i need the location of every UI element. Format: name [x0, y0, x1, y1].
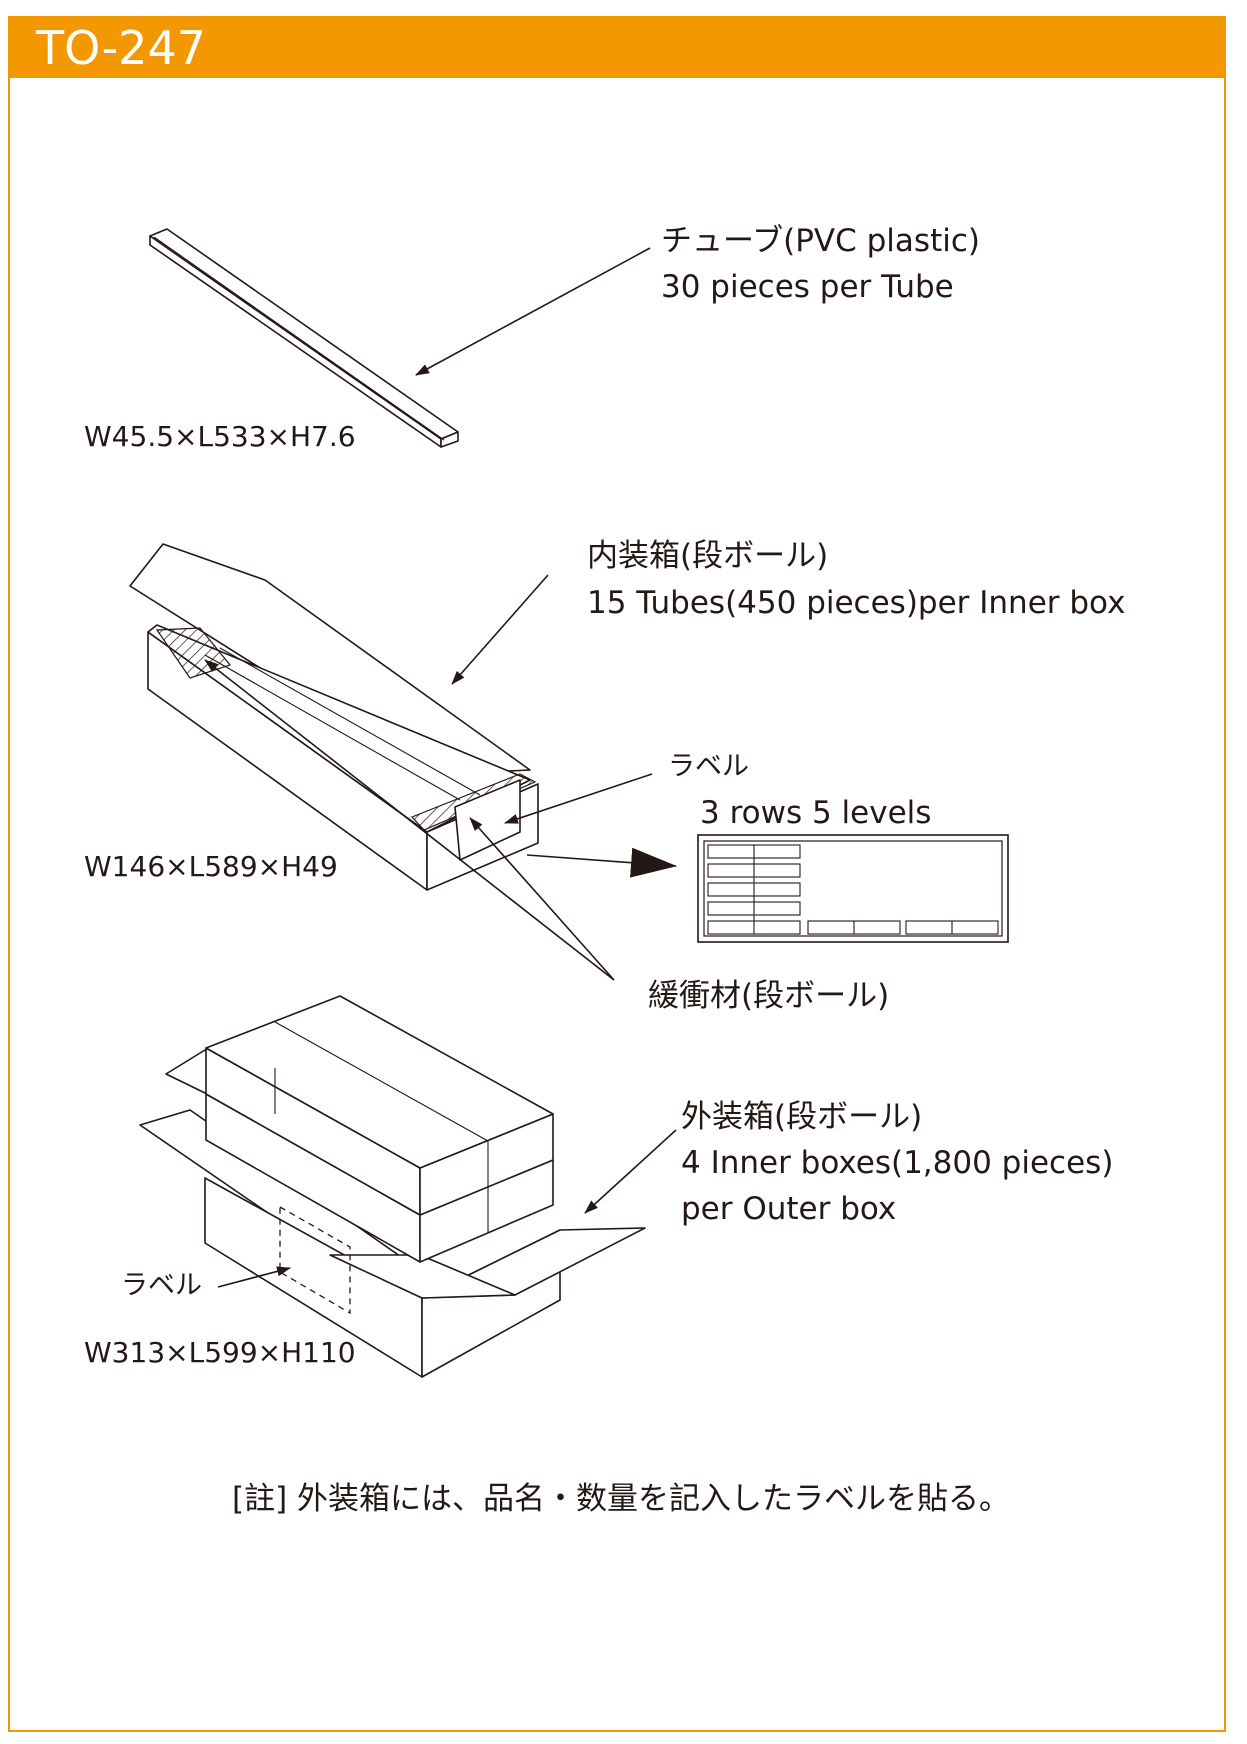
labeling-note: [註] 外装箱には、品名・数量を記入したラベルを貼る。 — [232, 1481, 1011, 1517]
inner-box-callout-arrow — [451, 574, 549, 685]
outer-label-tag: ラベル — [121, 1270, 202, 1301]
inner-box-quantity-label: 15 Tubes(450 pieces)per Inner box — [587, 585, 1126, 621]
tube-drawing — [149, 228, 459, 448]
cushion-arrow-front — [469, 817, 615, 981]
outer-box-dimensions: W313×L599×H110 — [84, 1336, 356, 1369]
tube-material-label: チューブ(PVC plastic) — [661, 223, 980, 259]
inner-box-dimensions: W146×L589×H49 — [84, 850, 338, 883]
label-detail-drawing — [697, 834, 1009, 943]
outer-box-material-label: 外装箱(段ボール) — [681, 1099, 923, 1135]
tube-quantity-label: 30 pieces per Tube — [661, 269, 954, 305]
outer-label-callout-arrow — [217, 1266, 291, 1288]
package-title: TO-247 — [36, 21, 206, 75]
inner-box-material-label: 内装箱(段ボール) — [587, 538, 829, 574]
title-bar — [8, 16, 1226, 78]
outer-box-quantity-label-2: per Outer box — [681, 1191, 897, 1227]
outer-box-quantity-label: 4 Inner boxes(1,800 pieces) — [681, 1145, 1114, 1181]
label-arrangement: 3 rows 5 levels — [700, 795, 932, 831]
tube-callout-arrow — [415, 247, 651, 376]
label-detail-arrow — [526, 847, 677, 878]
inner-box-drawing — [129, 543, 539, 891]
cushion-arrow-back — [204, 659, 615, 981]
outer-box-drawing — [139, 995, 646, 1378]
inner-label-tag: ラベル — [668, 751, 749, 782]
tube-dimensions: W45.5×L533×H7.6 — [84, 420, 356, 453]
outer-box-callout-arrow — [584, 1129, 677, 1214]
inner-label-callout-arrow — [504, 773, 653, 824]
cushion-label: 緩衝材(段ボール) — [648, 978, 890, 1014]
